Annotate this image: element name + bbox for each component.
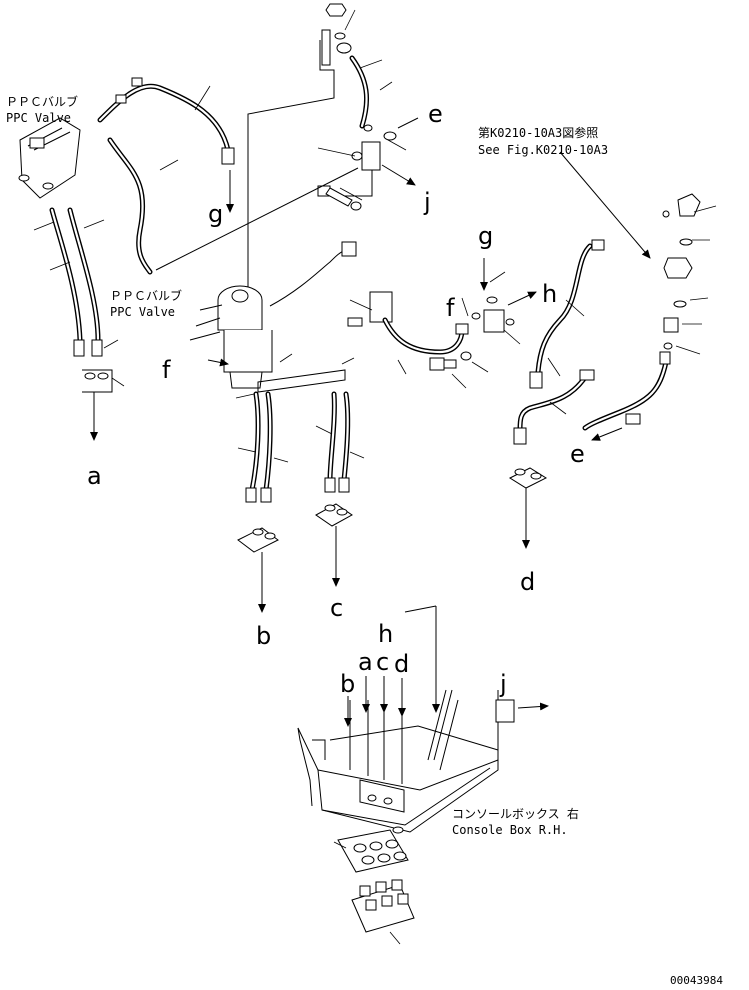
ref-label-d-right: d	[520, 568, 535, 596]
console-reference-arrows	[344, 676, 406, 727]
console-box-en-label: Console Box R.H.	[452, 823, 568, 837]
ref-label-b-center: b	[256, 622, 271, 650]
ref-label-j-console: j	[499, 670, 507, 698]
ref-label-h-middle: h	[542, 280, 557, 308]
ref-label-d-console: d	[394, 650, 409, 678]
ref-label-c-center: c	[330, 594, 343, 622]
ppc-valve-left-en-label: PPC Valve	[6, 111, 71, 125]
ref-label-b-console: b	[340, 670, 355, 698]
ppc-valve-center-en-label: PPC Valve	[110, 305, 175, 319]
see-fig-jp-label: 第K0210-10A3図参照	[478, 125, 598, 140]
ref-label-e-right: e	[570, 440, 585, 468]
ref-label-a-console: a	[358, 648, 373, 676]
ref-label-f-center: f	[162, 356, 171, 384]
ref-label-a-left: a	[87, 462, 102, 490]
center-ppc-valve	[189, 241, 365, 613]
ref-label-g-left: g	[208, 200, 223, 228]
ref-label-e-top: e	[428, 100, 443, 128]
right-hose-assembly	[508, 151, 717, 549]
top-hose-assembly	[247, 3, 419, 290]
see-fig-en-label: See Fig.K0210-10A3	[478, 143, 608, 157]
ref-label-h-console: h	[378, 620, 393, 648]
ref-label-g-middle: g	[478, 222, 493, 250]
console-box-jp-label: コンソールボックス 右	[452, 806, 579, 821]
ppc-valve-center-jp-label: ＰＰＣバルブ	[110, 288, 182, 303]
ppc-valve-left-jp-label: ＰＰＣバルブ	[6, 94, 78, 109]
document-number: 00043984	[670, 974, 723, 987]
middle-junction-assembly	[347, 258, 537, 389]
ref-label-c-console: c	[376, 648, 389, 676]
console-box	[297, 605, 549, 945]
ref-label-f-middle: f	[446, 294, 455, 322]
left-ppc-valve-assembly	[18, 77, 359, 441]
ref-label-j-top: j	[423, 188, 431, 216]
